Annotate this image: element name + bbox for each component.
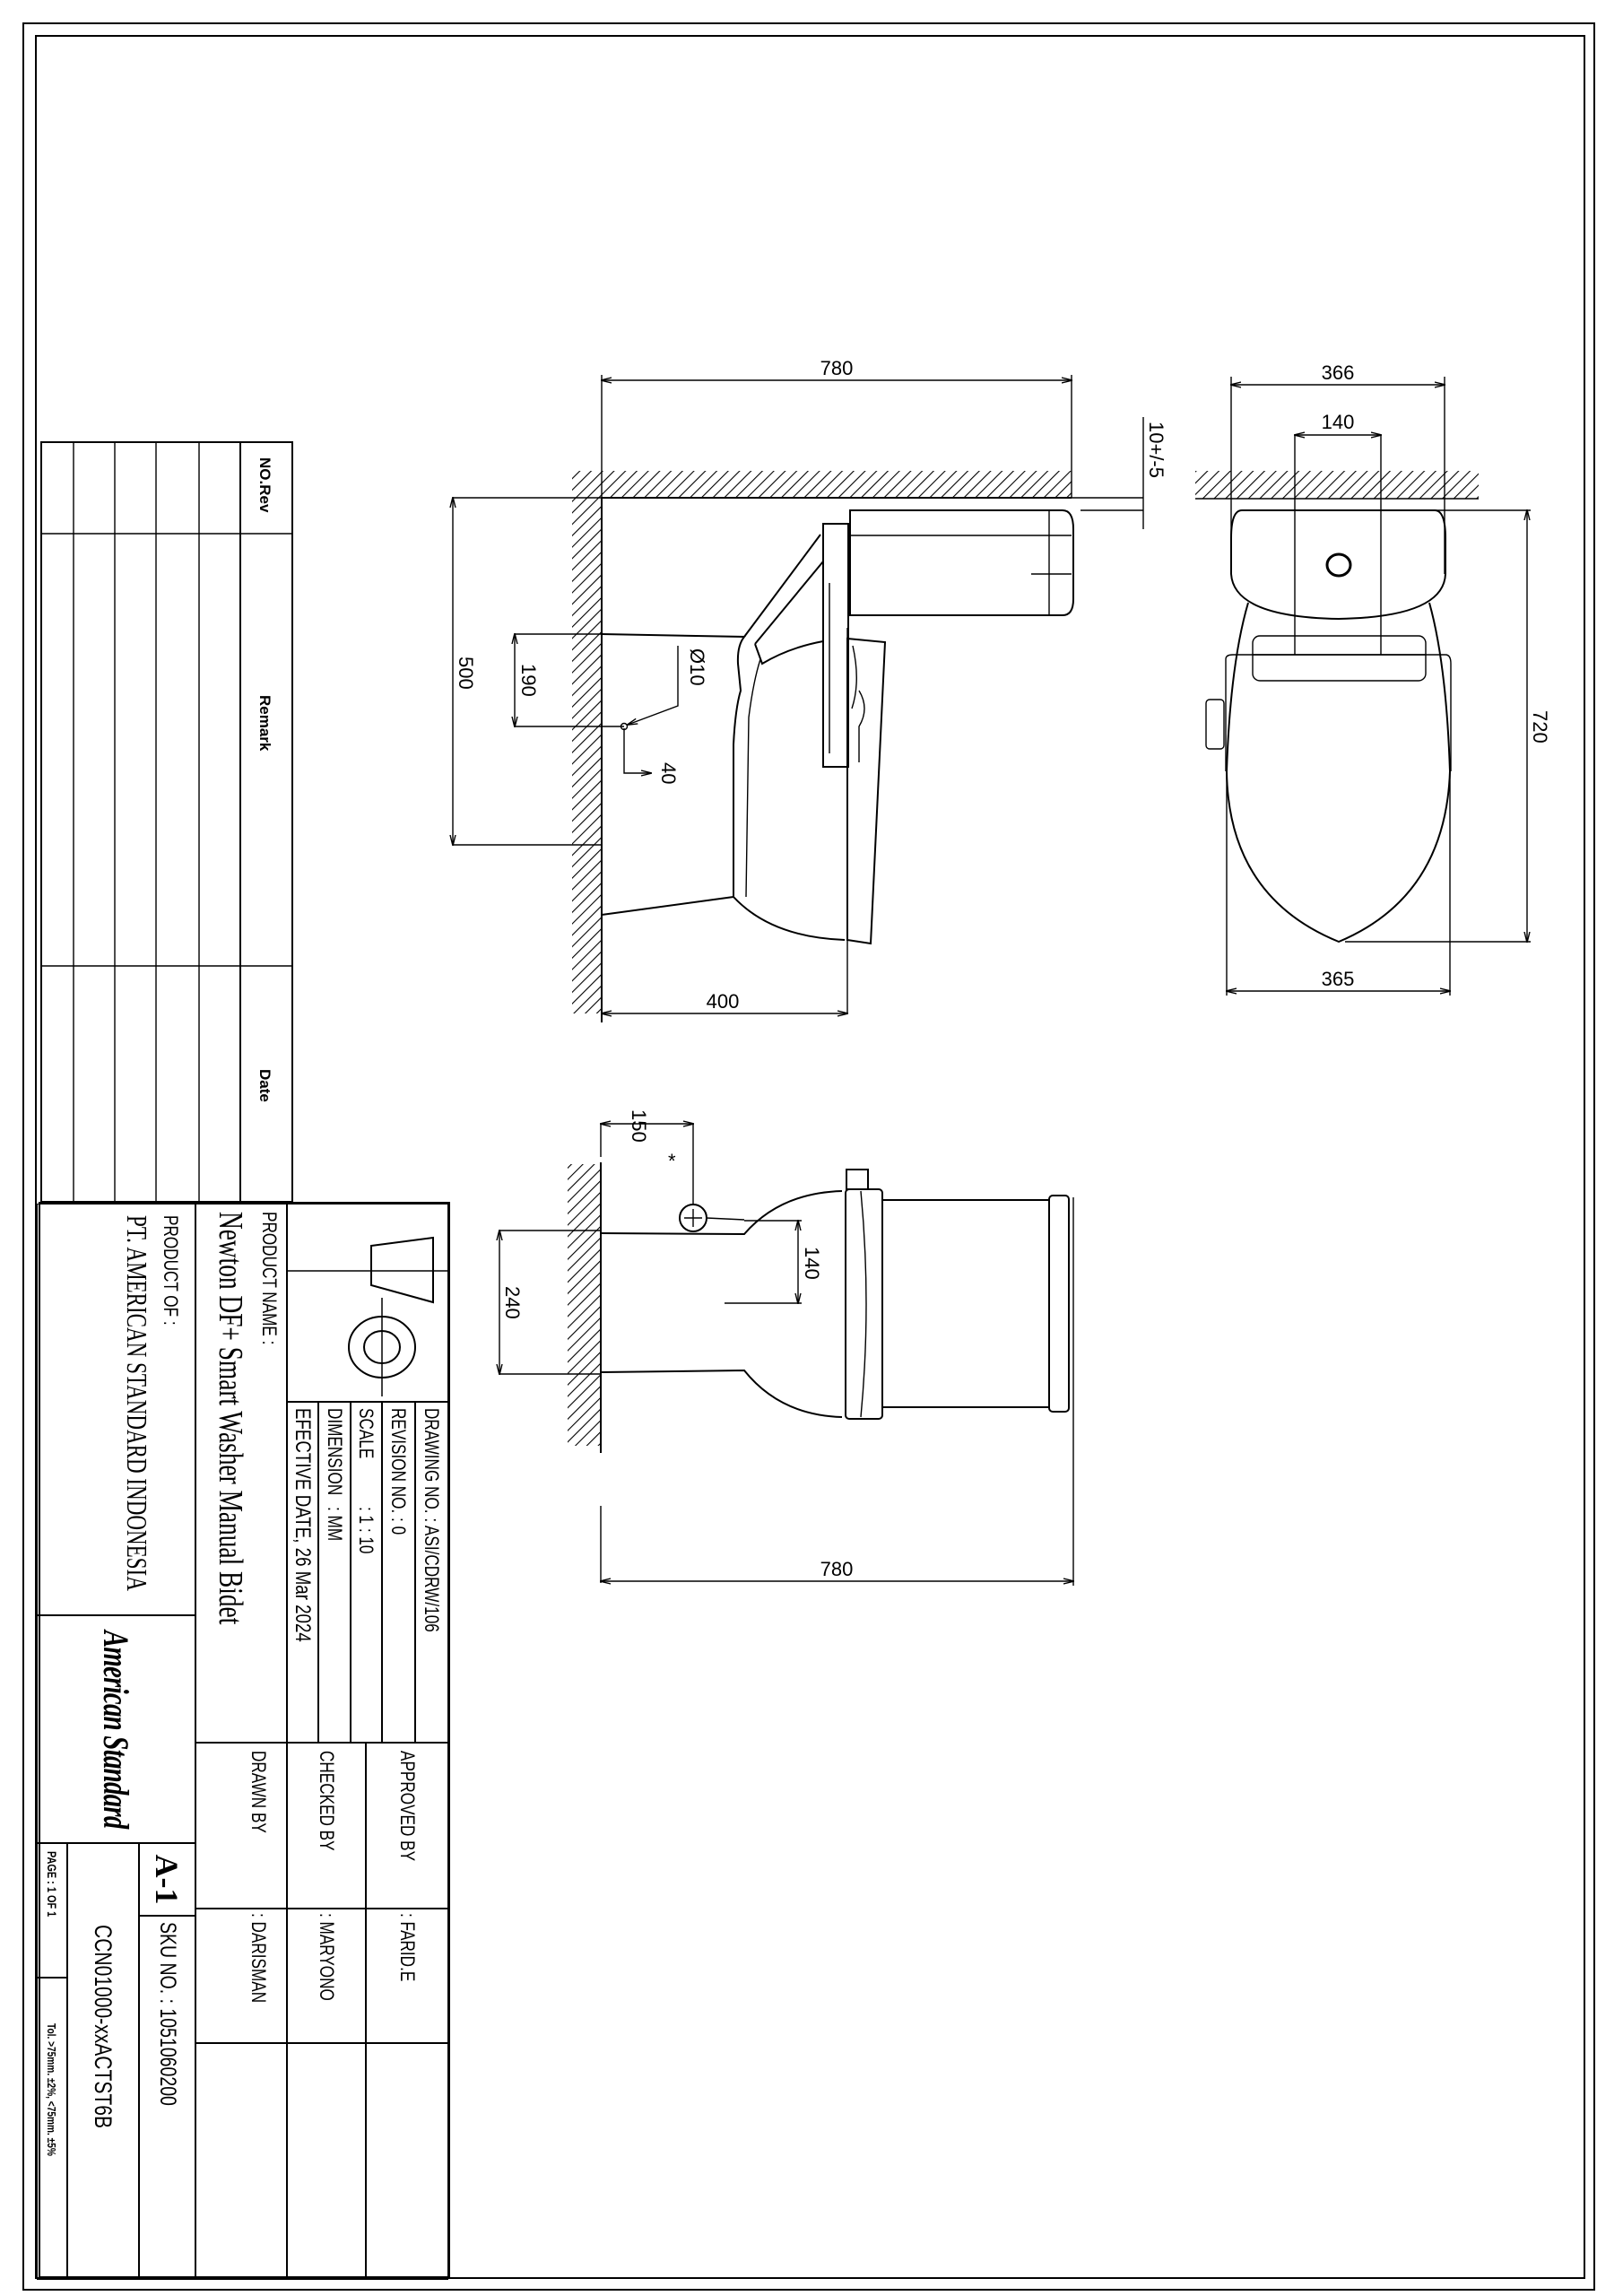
ceiling-hatch [572, 471, 1072, 498]
dim-pipe-diameter: Ø10 [686, 648, 708, 686]
product-of-cell: PRODUCT OF : PT. AMERICAN STANDARD INDON… [37, 1204, 195, 1615]
bowl-side [601, 633, 846, 941]
dim-length: 720 [1529, 710, 1551, 744]
approved-sign-cell [366, 2043, 448, 2280]
effective-date-cell: EFECTIVE DATE, 26 Mar 2024 [287, 1402, 318, 1743]
product-name-label: PRODUCT NAME : [258, 1212, 281, 1345]
rear-panel [846, 637, 887, 945]
dim-outlet-height: 240 [501, 1286, 524, 1319]
checked-value: : MARYONO [316, 1913, 338, 2001]
checked-label-cell: CHECKED BY [287, 1743, 366, 1909]
sheet-code: A-1 [149, 1854, 186, 1905]
dimension-label: DIMENSION [324, 1408, 346, 1496]
model-code-cell: CCN01000-xxACTST6B [67, 1843, 139, 2280]
dimension-value: : MM [324, 1507, 346, 1542]
dim-tank-width: 366 [1322, 361, 1355, 384]
scale-value: : 1 : 10 [355, 1507, 378, 1554]
tolerance-note: Tol. >75mm. ±2%, <75mm. ±5% [45, 2023, 59, 2156]
sheet-border-inner [35, 35, 1585, 2279]
checked-value-cell: : MARYONO [287, 1909, 366, 2043]
tank-front [1230, 509, 1446, 621]
sheet-border-outer [22, 22, 1595, 2291]
title-block: DRAWING NO. : ASI/CDRW/106 REVISION NO. … [37, 1202, 450, 2280]
tank-cap-plan [1048, 1195, 1070, 1413]
revision-no: REVISION NO. : 0 [387, 1408, 411, 1535]
drawn-sign-cell [195, 2043, 287, 2280]
company-name: PT. AMERICAN STANDARD INDONESIA [121, 1215, 153, 1591]
effective-date: EFECTIVE DATE, 26 Mar 2024 [291, 1408, 316, 1642]
drawn-label-cell: DRAWN BY [195, 1743, 287, 1909]
bowl-plan [600, 1190, 843, 1418]
approved-value-cell: : FARID.E [366, 1909, 448, 2043]
flush-knob-plan [846, 1169, 869, 1190]
sku-number: SKU NO. : 1051060200 [155, 1922, 180, 2106]
dim-plan-length: 780 [820, 1558, 854, 1580]
dimension-cell: DIMENSION : MM [318, 1402, 351, 1743]
dim-bolt-spacing: 140 [1322, 411, 1355, 433]
tolerance-cell: Tol. >75mm. ±2%, <75mm. ±5% [37, 1978, 67, 2280]
approved-label: APPROVED BY [396, 1751, 419, 1862]
seat-plate [1252, 635, 1427, 682]
logo-cell: American Standard [37, 1615, 195, 1843]
scale-cell: SCALE : 1 : 10 [351, 1402, 382, 1743]
dim-side-height: 500 [455, 657, 477, 690]
plan-note-asterisk: * [668, 1150, 676, 1172]
drawn-value-cell: : DARISMAN [195, 1909, 287, 2043]
drawn-label: DRAWN BY [247, 1751, 270, 1833]
revision-header-norev: NO.Rev [256, 457, 273, 513]
dim-valve-offset: 150 [628, 1109, 650, 1143]
flush-button [1325, 552, 1352, 578]
wall-hatch-plan [568, 1164, 601, 1446]
dim-bowl-width: 365 [1322, 968, 1355, 990]
scale-label: SCALE [355, 1408, 378, 1459]
plan-view: 150 * 240 140 780 [499, 1109, 1073, 1586]
drawing-no-cell: DRAWING NO. : ASI/CDRW/106 [415, 1402, 448, 1743]
product-of-label: PRODUCT OF : [160, 1215, 182, 1326]
tank-plan [881, 1199, 1050, 1408]
approved-label-cell: APPROVED BY [366, 1743, 448, 1909]
revision-table: NO.Rev Remark Date [40, 441, 293, 1203]
side-handle [1205, 699, 1225, 750]
american-standard-logo: American Standard [96, 1630, 136, 1829]
revision-no-cell: REVISION NO. : 0 [382, 1402, 415, 1743]
wall-hatch [572, 498, 602, 1013]
product-name: Newton DF+ Smart Washer Manual Bidet [212, 1212, 249, 1625]
bowl-front [1225, 602, 1452, 944]
revision-header-date: Date [256, 1069, 273, 1102]
side-view: 780 10+/-5 500 190 Ø10 40 400 [453, 357, 1167, 1022]
dim-side-width: 780 [820, 357, 854, 379]
dim-inlet-height: 190 [517, 664, 540, 697]
wall-hatch-front [1195, 471, 1479, 499]
page-number: PAGE : 1 OF 1 [45, 1851, 59, 1918]
product-name-cell: PRODUCT NAME : Newton DF+ Smart Washer M… [195, 1204, 287, 1743]
page-cell: PAGE : 1 OF 1 [37, 1843, 67, 1978]
tank-side [849, 509, 1074, 616]
front-view: 366 140 720 365 [1195, 361, 1551, 996]
sku-cell: SKU NO. : 1051060200 [139, 1916, 195, 2280]
drawing-no: DRAWING NO. : ASI/CDRW/106 [421, 1408, 444, 1632]
checked-sign-cell [287, 2043, 366, 2280]
dim-tolerance: 10+/-5 [1145, 422, 1167, 478]
revision-header-remark: Remark [256, 695, 273, 752]
dim-side-depth: 400 [707, 990, 740, 1013]
sheet-code-cell: A-1 [139, 1843, 195, 1916]
projection-symbol-cell [287, 1204, 448, 1402]
checked-label: CHECKED BY [316, 1751, 338, 1851]
dim-inlet-offset: 40 [657, 762, 680, 784]
model-code: CCN01000-xxACTST6B [90, 1925, 117, 2129]
dim-valve-height: 140 [801, 1247, 823, 1280]
third-angle-projection-icon [287, 1236, 448, 1396]
approved-value: : FARID.E [396, 1913, 419, 1982]
drawn-value: : DARISMAN [247, 1913, 270, 2004]
